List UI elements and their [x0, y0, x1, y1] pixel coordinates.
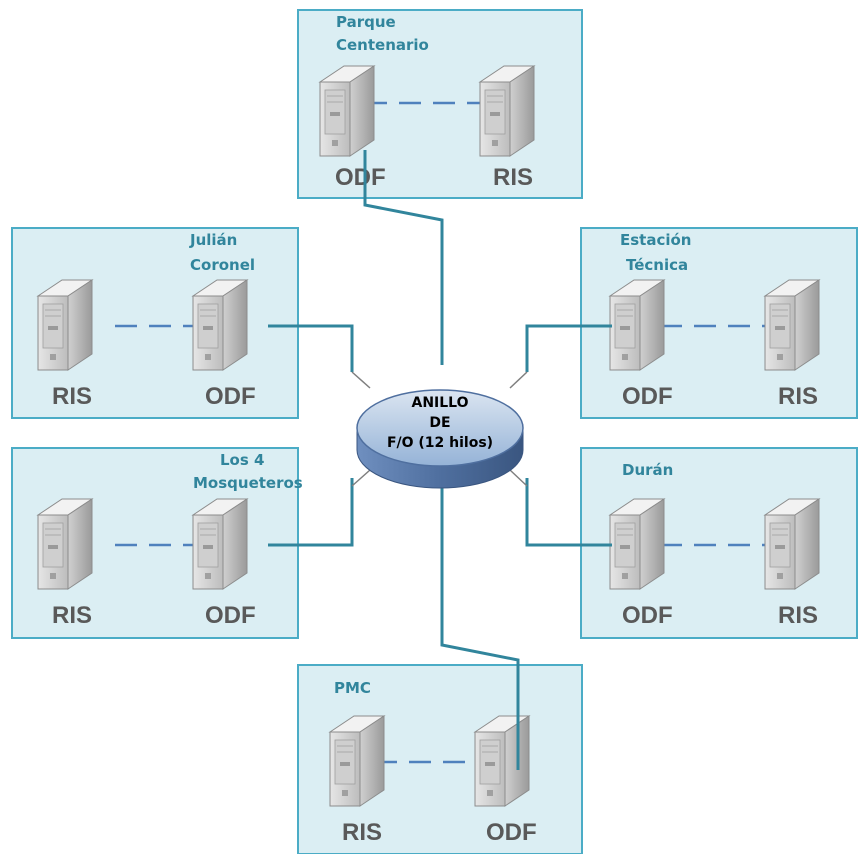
ring-label-line: ANILLO [411, 395, 468, 411]
ring-top-surface [356, 389, 524, 467]
site-title-line: Mosqueteros [193, 474, 303, 492]
device-label-odf: ODF [486, 819, 537, 846]
fiber-link-los-4-mosqueteros [268, 478, 354, 547]
site-title-line: Técnica [626, 256, 688, 274]
ring-spoke [509, 371, 528, 389]
device-label-ris: RIS [778, 602, 818, 629]
ring-spoke [509, 469, 528, 487]
device-label-odf: ODF [205, 602, 256, 629]
site-title-line: Estación [620, 231, 691, 249]
site-title-line: Julián [189, 231, 237, 249]
server-icon [764, 279, 820, 371]
server-icon [192, 279, 248, 371]
fiber-links [268, 150, 612, 770]
ring-spoke [351, 469, 371, 487]
site-title-line: Parque [336, 13, 396, 31]
device-label-odf: ODF [335, 164, 386, 191]
ring-label-line: F/O (12 hilos) [387, 435, 493, 451]
ring-label-line: DE [429, 415, 450, 431]
site-title-line: Durán [622, 461, 673, 479]
device-label-ris: RIS [778, 383, 818, 410]
server-icon [329, 715, 385, 807]
site-title-line: Los 4 [220, 451, 264, 469]
server-icon [37, 279, 93, 371]
fiber-link-parque-centenario [363, 150, 444, 365]
device-label-ris: RIS [342, 819, 382, 846]
site-los-4-mosqueteros: Los 4 Mosqueteros RIS ODF [11, 447, 303, 639]
fiber-ring: ANILLO DE F/O (12 hilos) [351, 371, 528, 489]
device-label-odf: ODF [622, 383, 673, 410]
site-title-line: PMC [334, 679, 371, 697]
server-icon [609, 279, 665, 371]
site-estacion-tecnica: Estación Técnica ODF RIS [580, 227, 858, 419]
server-icon [479, 65, 535, 157]
fiber-link-estacion-tecnica [525, 324, 612, 372]
fiber-link-pmc [440, 480, 520, 770]
site-pmc: PMC RIS ODF [297, 664, 583, 854]
fiber-link-julian-coronel [268, 324, 354, 372]
server-icon [192, 498, 248, 590]
site-duran: Durán ODF RIS [580, 447, 858, 639]
site-julian-coronel: Julián Coronel RIS ODF [11, 227, 299, 419]
site-title-line: Centenario [336, 36, 429, 54]
server-icon [474, 715, 530, 807]
server-icon [319, 65, 375, 157]
device-label-odf: ODF [622, 602, 673, 629]
device-label-ris: RIS [52, 602, 92, 629]
fiber-link-duran [525, 478, 612, 547]
server-icon [764, 498, 820, 590]
site-parque-centenario: Parque Centenario ODF RIS [297, 9, 583, 199]
device-label-ris: RIS [52, 383, 92, 410]
ring-spoke [351, 371, 371, 389]
device-label-ris: RIS [493, 164, 533, 191]
server-icon [609, 498, 665, 590]
server-icon [37, 498, 93, 590]
site-title-line: Coronel [190, 256, 255, 274]
device-label-odf: ODF [205, 383, 256, 410]
